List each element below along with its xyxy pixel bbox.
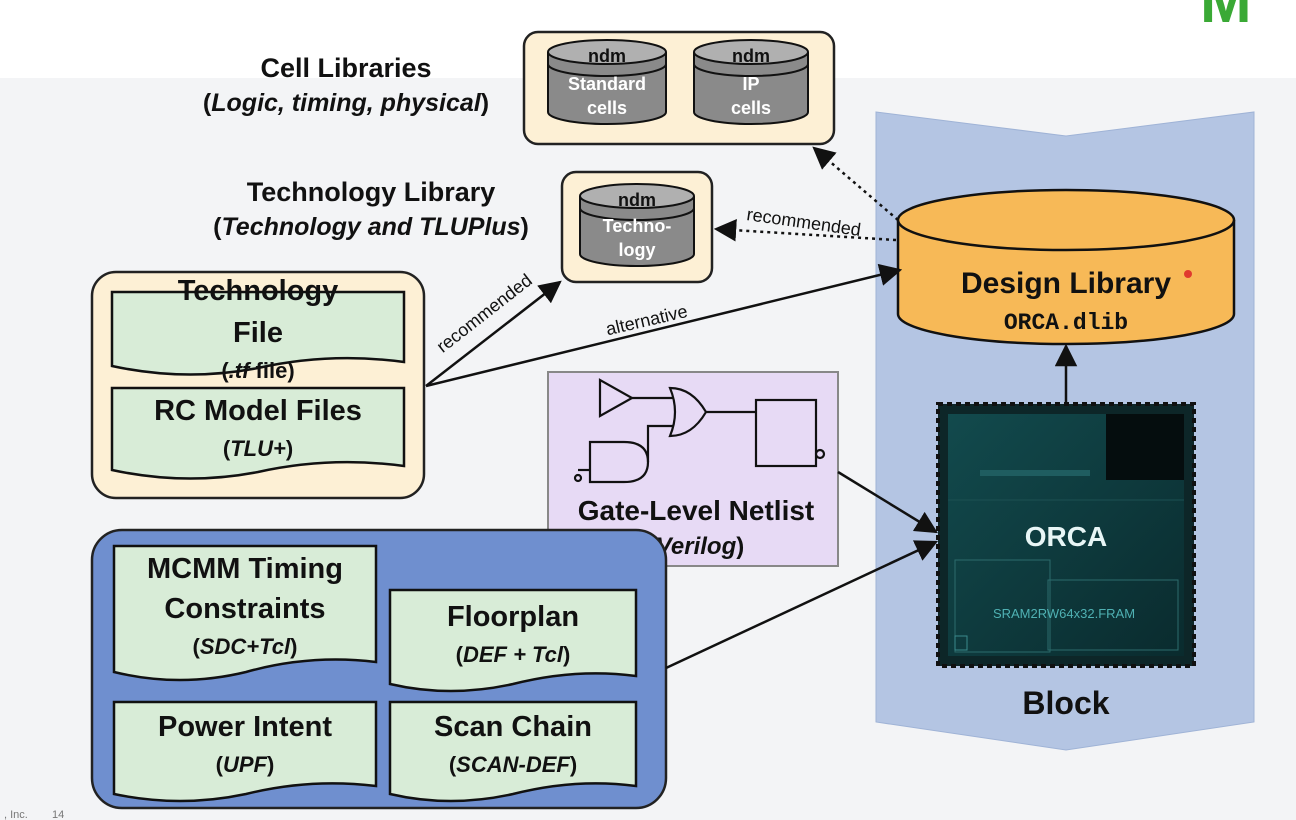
block-label: Block [1022, 685, 1109, 721]
netlist-title: Gate-Level Netlist [578, 495, 815, 526]
cursor-dot [1184, 270, 1192, 278]
mcmm-timing-title-line1: MCMM Timing [147, 553, 343, 585]
edge-label-alternative: alternative [604, 301, 689, 339]
standard-cells-label-line1: Standard [568, 74, 646, 94]
footer-page-number: 14 [52, 809, 64, 820]
arrow-design-library-to-technology-library [713, 219, 897, 242]
rc-model-files-subtitle: (TLU+) [223, 436, 293, 461]
ip-cells-label-line2: cells [731, 98, 771, 118]
cell-libraries-subtitle: (Logic, timing, physical) [203, 89, 489, 117]
ip-cells-database-icon [693, 39, 809, 125]
mcmm-timing-doc [112, 544, 378, 682]
arrow-constraints-to-block [665, 540, 939, 670]
technology-file-title-line2: File [233, 317, 283, 349]
design-library-database-icon [896, 188, 1236, 346]
logic-gates-icon [573, 378, 826, 484]
technology-library-title: Technology Library [247, 177, 496, 207]
ip-cells-tag: ndm [732, 46, 770, 66]
technology-db-label-line2: logy [618, 240, 655, 260]
technology-database-icon [579, 183, 695, 267]
arrow-tech-files-to-technology-library [425, 280, 562, 387]
ip-cells-label-line1: IP [742, 74, 759, 94]
standard-cells-label-line2: cells [587, 98, 627, 118]
power-intent-subtitle: (UPF) [216, 752, 275, 777]
floorplan-subtitle: (DEF + Tcl) [456, 642, 571, 667]
floorplan-title: Floorplan [447, 601, 579, 633]
technology-library-subtitle: (Technology and TLUPlus) [213, 213, 529, 241]
standard-cells-database-icon [547, 39, 667, 125]
orca-chip-layout [948, 414, 1184, 656]
design-library-title: Design Library [961, 267, 1171, 300]
power-intent-title: Power Intent [158, 711, 332, 743]
orca-macro-label: SRAM2RW64x32.FRAM [993, 606, 1135, 621]
arrow-tech-files-to-design-library [425, 263, 903, 388]
scan-chain-subtitle: (SCAN-DEF) [449, 752, 577, 777]
mcmm-timing-title-line2: Constraints [164, 593, 325, 625]
arrow-netlist-to-block [837, 470, 938, 534]
floorplan-doc [388, 588, 638, 693]
technology-file-title-line1: Technology [178, 275, 339, 307]
power-intent-doc [112, 700, 378, 803]
cell-libraries-title: Cell Libraries [260, 53, 431, 83]
technology-file-subtitle: (.tf file) [221, 358, 294, 383]
mcmm-timing-subtitle: (SDC+Tcl) [193, 634, 298, 659]
orca-chip-name: ORCA [1025, 521, 1107, 552]
standard-cells-tag: ndm [588, 46, 626, 66]
rc-model-files-doc [110, 386, 406, 480]
scan-chain-doc [388, 700, 638, 803]
technology-db-tag: ndm [618, 190, 656, 210]
footer-company: , Inc. [4, 809, 28, 820]
rc-model-files-title: RC Model Files [154, 395, 362, 427]
design-library-file: ORCA.dlib [1004, 310, 1128, 336]
technology-file-doc [110, 290, 406, 376]
arrow-design-library-to-cell-libraries [812, 146, 899, 221]
technology-db-label-line1: Techno- [603, 216, 672, 236]
scan-chain-title: Scan Chain [434, 711, 592, 743]
logo-fragment: M [1200, 0, 1252, 36]
